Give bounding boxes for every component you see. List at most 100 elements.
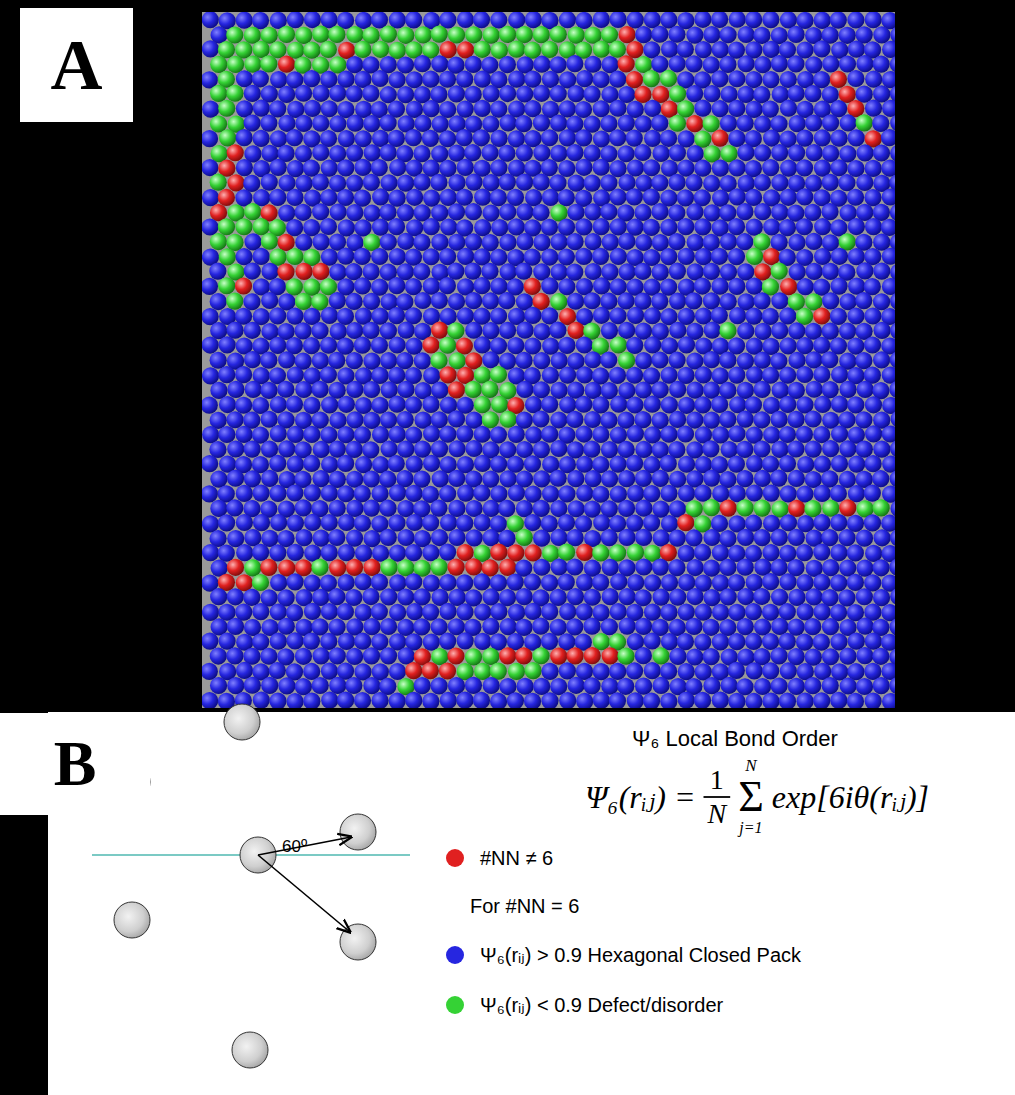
particle: [780, 337, 797, 354]
particle: [575, 396, 592, 413]
particle: [406, 603, 423, 620]
particle: [226, 499, 243, 516]
particle: [830, 544, 847, 561]
particle: [524, 70, 541, 87]
particle: [728, 455, 745, 472]
particle: [746, 455, 763, 472]
particle: [414, 440, 431, 457]
particle: [388, 190, 405, 207]
particle: [431, 292, 448, 309]
particle: [499, 559, 516, 576]
particle: [678, 485, 695, 502]
particle: [593, 692, 610, 708]
particle: [694, 12, 711, 28]
particle: [500, 263, 517, 280]
particle: [592, 426, 609, 443]
particle: [406, 71, 423, 88]
particle: [474, 189, 491, 206]
particle: [413, 618, 430, 635]
particle: [303, 397, 320, 414]
particle: [244, 262, 261, 279]
particle: [287, 426, 304, 443]
particle: [447, 647, 464, 664]
particle: [287, 160, 304, 177]
particle: [227, 411, 244, 428]
particle: [312, 470, 329, 487]
particle: [771, 677, 788, 694]
particle: [363, 677, 380, 694]
particle: [541, 159, 558, 176]
particle: [423, 189, 440, 206]
particle: [415, 26, 432, 43]
particle: [865, 100, 882, 117]
particle: [414, 352, 431, 369]
particle: [635, 26, 652, 43]
particle: [602, 559, 619, 576]
particle: [695, 41, 712, 58]
particle: [567, 470, 584, 487]
particle: [287, 366, 304, 383]
particle: [533, 114, 550, 131]
particle: [226, 26, 243, 43]
particle: [338, 633, 355, 650]
particle: [865, 633, 882, 650]
particle: [397, 529, 414, 546]
particle: [575, 12, 592, 29]
particle: [719, 322, 736, 339]
particle: [738, 55, 755, 72]
particle: [813, 40, 830, 57]
particle: [729, 12, 746, 28]
particle: [865, 425, 882, 442]
particle: [346, 322, 363, 339]
particle: [550, 470, 567, 487]
particle: [337, 308, 354, 325]
particle: [483, 174, 500, 191]
particle: [405, 573, 422, 590]
particle: [882, 456, 895, 473]
particle: [524, 278, 541, 295]
particle: [694, 396, 711, 413]
particle: [321, 12, 338, 28]
particle: [269, 485, 286, 502]
particle: [848, 218, 865, 235]
particle: [822, 677, 839, 694]
particle: [873, 56, 890, 73]
particle: [338, 514, 355, 531]
particle: [584, 174, 601, 191]
particle: [397, 441, 414, 458]
particle: [678, 397, 695, 414]
particle: [346, 144, 363, 161]
particle: [210, 470, 227, 487]
formula-title: Ψ₆ Local Bond Order: [632, 728, 838, 750]
particle: [448, 381, 465, 398]
particle: [634, 144, 651, 161]
particle: [864, 336, 881, 353]
panel-label-box: A: [20, 8, 133, 122]
particle: [397, 411, 414, 428]
particle: [422, 544, 439, 561]
particle: [660, 485, 677, 502]
particle: [610, 248, 627, 265]
particle: [295, 145, 312, 162]
particle: [219, 632, 236, 649]
particle: [311, 559, 328, 576]
particle: [737, 144, 754, 161]
particle: [593, 218, 610, 235]
particle: [814, 12, 831, 29]
particle: [533, 559, 550, 576]
particle: [558, 189, 575, 206]
particle: [653, 529, 670, 546]
particle: [822, 114, 839, 131]
particle: [524, 603, 541, 620]
particle: [644, 100, 661, 117]
legend-swatch: [446, 946, 464, 964]
particle: [541, 426, 558, 443]
particle: [354, 515, 371, 532]
particle: [440, 218, 457, 235]
particle: [873, 263, 890, 280]
particle: [354, 248, 371, 265]
particle: [703, 175, 720, 192]
particle: [669, 381, 686, 398]
particle: [771, 174, 788, 191]
